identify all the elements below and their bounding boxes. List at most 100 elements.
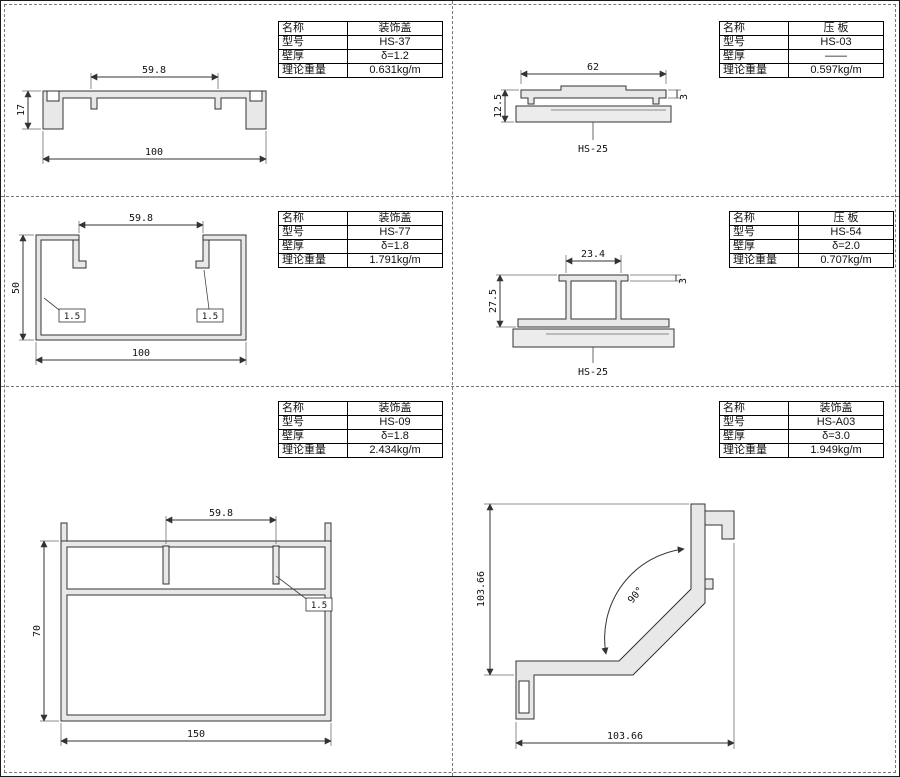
spec-label: 名称 (278, 401, 348, 416)
spec-label: 名称 (729, 211, 799, 226)
profile-clip (162, 545, 170, 585)
spec-value: 0.597kg/m (788, 63, 884, 78)
dim-label: 50 (11, 282, 22, 294)
spec-label: 壁厚 (278, 429, 348, 444)
spec-value: HS-09 (347, 415, 443, 430)
spec-value: 2.434kg/m (347, 443, 443, 458)
dim-label: 150 (187, 729, 205, 740)
mating-profile-shape (512, 328, 675, 348)
spec-value: 装饰盖 (788, 401, 884, 416)
dim-label: 27.5 (488, 289, 499, 313)
profile-drawing-hs09: 59.8 1.5 70 150 (32, 508, 333, 746)
spec-label: 理论重量 (719, 443, 789, 458)
profile-lip (324, 522, 332, 542)
profile-drawing-hsa03: 90° 103.66 103.66 (476, 503, 735, 749)
spec-label: 型号 (719, 415, 789, 430)
profile-notch (249, 90, 263, 102)
callout-box (305, 597, 333, 612)
spec-value: 装饰盖 (347, 211, 443, 226)
profile-hook-cavity (518, 680, 530, 714)
mating-profile-shape (515, 105, 672, 123)
profile-drawing-hs03: HS-25 62 3 12.5 (493, 62, 690, 155)
spec-label: 型号 (278, 225, 348, 240)
profile-drawing-hs37: 59.8 17 100 (16, 65, 267, 164)
spec-value: 压 板 (788, 21, 884, 36)
mate-profile-label: HS-25 (578, 144, 608, 155)
profile-shape (60, 540, 332, 722)
dim-label: 23.4 (581, 249, 605, 260)
spec-label: 名称 (719, 401, 789, 416)
spec-label: 名称 (719, 21, 789, 36)
dim-label: 3 (678, 278, 689, 284)
dim-label: 1.5 (311, 601, 327, 611)
spec-label: 理论重量 (278, 443, 348, 458)
spec-label: 型号 (719, 35, 789, 50)
dim-label: 17 (16, 104, 27, 116)
grid-divider-vertical (452, 1, 453, 776)
profile-shape (515, 503, 706, 720)
spec-value: HS-77 (347, 225, 443, 240)
dim-label: 62 (587, 62, 599, 73)
dim-label: 70 (32, 625, 43, 637)
spec-value: —— (788, 49, 884, 64)
dim-label: 12.5 (493, 94, 504, 118)
dim-label: 103.66 (607, 731, 643, 742)
profile-shape (520, 85, 667, 105)
dim-label: 1.5 (64, 312, 80, 322)
grid-divider-horizontal-1 (1, 196, 899, 197)
spec-value: 装饰盖 (347, 401, 443, 416)
spec-value: 0.707kg/m (798, 253, 894, 268)
spec-label: 壁厚 (278, 49, 348, 64)
spec-label: 名称 (278, 21, 348, 36)
profile-drawing-hs77: 59.8 50 100 1.5 1.5 (11, 213, 247, 365)
profile-clip (704, 510, 735, 540)
profile-notch (46, 90, 60, 102)
dim-label: 100 (145, 147, 163, 158)
angle-label: 90° (626, 585, 646, 606)
profile-drawing-hs54: HS-25 23.4 3 27.5 (488, 249, 689, 378)
spec-label: 型号 (278, 415, 348, 430)
spec-label: 理论重量 (719, 63, 789, 78)
spec-label: 理论重量 (278, 253, 348, 268)
spec-value: HS-A03 (788, 415, 884, 430)
spec-label: 壁厚 (729, 239, 799, 254)
spec-value: 装饰盖 (347, 21, 443, 36)
profile-clip (272, 545, 280, 585)
dim-label: 59.8 (142, 65, 166, 76)
callout-box (58, 308, 86, 323)
spec-value: 压 板 (798, 211, 894, 226)
callout-box (196, 308, 224, 323)
dim-label: 100 (132, 348, 150, 359)
spec-value: 0.631kg/m (347, 63, 443, 78)
spec-label: 型号 (278, 35, 348, 50)
spec-value: δ=1.8 (347, 429, 443, 444)
profile-inner-web (72, 239, 87, 269)
spec-value: HS-03 (788, 35, 884, 50)
profile-rib (704, 578, 714, 590)
profile-shape (35, 234, 247, 341)
spec-value: δ=3.0 (788, 429, 884, 444)
spec-value: δ=1.8 (347, 239, 443, 254)
dim-label: 1.5 (202, 312, 218, 322)
dim-label: 59.8 (209, 508, 233, 519)
spec-value: HS-37 (347, 35, 443, 50)
spec-label: 壁厚 (719, 429, 789, 444)
spec-value: HS-54 (798, 225, 894, 240)
spec-value: 1.949kg/m (788, 443, 884, 458)
grid-divider-horizontal-2 (1, 386, 899, 387)
spec-value: δ=2.0 (798, 239, 894, 254)
spec-value: 1.791kg/m (347, 253, 443, 268)
spec-value: δ=1.2 (347, 49, 443, 64)
dim-label: 3 (679, 94, 690, 100)
spec-label: 型号 (729, 225, 799, 240)
profile-inner-web (195, 239, 210, 269)
spec-label: 理论重量 (278, 63, 348, 78)
dim-label: 59.8 (129, 213, 153, 224)
